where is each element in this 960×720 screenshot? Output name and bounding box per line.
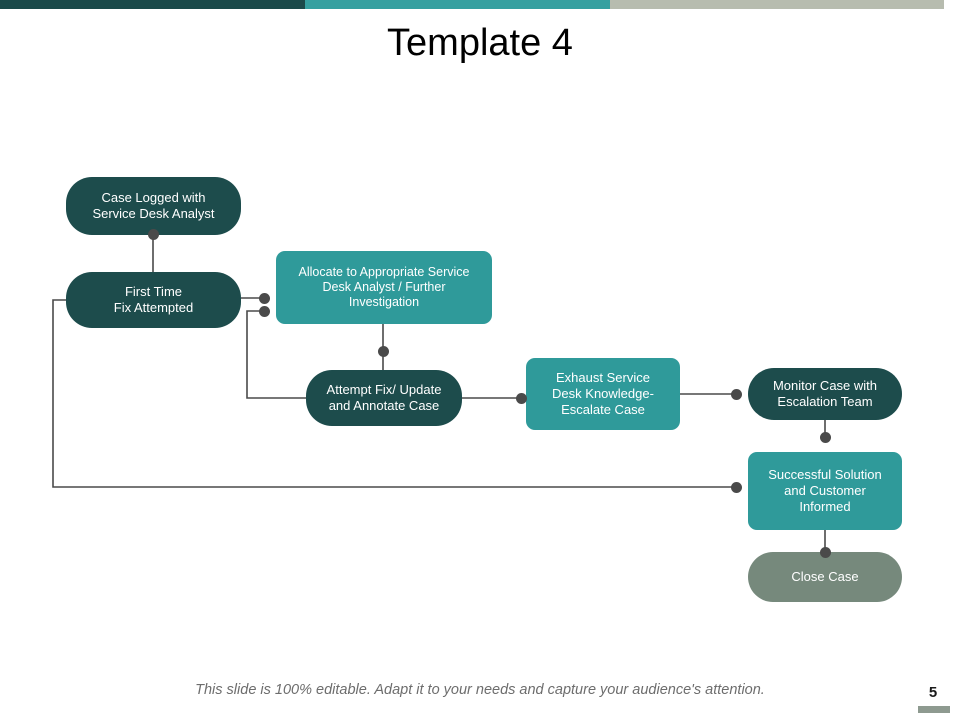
flow-node-monitor-case[interactable]: Monitor Case with Escalation Team <box>748 368 902 420</box>
page-title: Template 4 <box>387 22 573 64</box>
accent-bar-dark <box>0 0 305 9</box>
connector-dot-case-logged-out <box>148 229 159 240</box>
page-number: 5 <box>928 684 938 701</box>
flow-node-label: Successful Solution and Customer Informe… <box>768 467 882 514</box>
flow-node-label: Attempt Fix/ Update and Annotate Case <box>326 382 442 413</box>
footer-note: This slide is 100% editable. Adapt it to… <box>195 682 765 698</box>
flow-node-allocate-analyst[interactable]: Allocate to Appropriate Service Desk Ana… <box>276 251 492 324</box>
flow-node-case-logged[interactable]: Case Logged with Service Desk Analyst <box>66 177 241 235</box>
page-number-rule <box>918 706 950 713</box>
connector-dot-allocate-in <box>259 293 270 304</box>
connector-feedback-loop <box>52 299 735 488</box>
flow-node-successful-solution[interactable]: Successful Solution and Customer Informe… <box>748 452 902 530</box>
connector-dot-monitor-in <box>731 389 742 400</box>
flow-node-label: Monitor Case with Escalation Team <box>772 378 878 409</box>
accent-bar-gray <box>610 0 944 9</box>
flow-node-first-time-fix[interactable]: First Time Fix Attempted <box>66 272 241 328</box>
connector-dot-close-case-in <box>820 547 831 558</box>
connector-dot-successful-in <box>820 432 831 443</box>
connector-dot-feedback-in <box>731 482 742 493</box>
flow-node-label: Allocate to Appropriate Service Desk Ana… <box>298 264 470 310</box>
flow-node-attempt-fix[interactable]: Attempt Fix/ Update and Annotate Case <box>306 370 462 426</box>
flow-node-label: Exhaust Service Desk Knowledge- Escalate… <box>552 370 654 417</box>
flow-node-label: First Time Fix Attempted <box>113 284 194 315</box>
flow-node-close-case[interactable]: Close Case <box>748 552 902 602</box>
connector-dot-allocate-out <box>378 346 389 357</box>
connector-dot-exhaust-in <box>516 393 527 404</box>
connector-dot-attempt-fix-branch <box>259 306 270 317</box>
connector-first-time-to-attempt-fix <box>246 310 306 399</box>
flow-node-exhaust-knowledge[interactable]: Exhaust Service Desk Knowledge- Escalate… <box>526 358 680 430</box>
flow-node-label: Case Logged with Service Desk Analyst <box>92 190 215 221</box>
flow-node-label: Close Case <box>791 569 859 585</box>
accent-bar-teal <box>305 0 610 9</box>
